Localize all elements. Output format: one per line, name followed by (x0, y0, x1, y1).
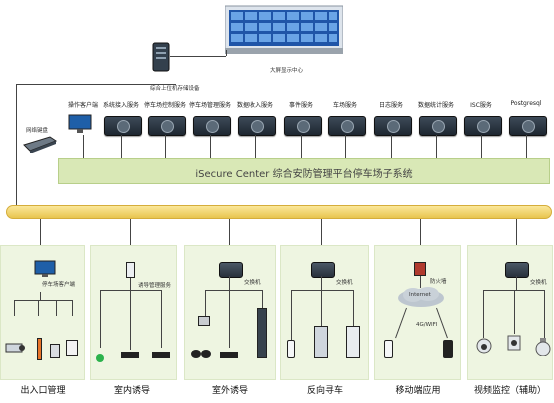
server-connector (165, 135, 166, 158)
mobile-net-label: 4G/WIFI (416, 322, 438, 328)
platform-bar: iSecure Center 综合安防管理平台停车场子系统 (58, 158, 550, 184)
keyboard-icon (22, 135, 58, 154)
outdoor-switch-label: 交换机 (244, 280, 261, 286)
server-label: 停车场管理服务 (188, 102, 231, 109)
outdoor-switch-icon (219, 262, 243, 278)
sensor-icon (95, 348, 105, 362)
guidance-screen-icon (121, 352, 139, 358)
storage-label: 综合上位机存储设备 (150, 86, 200, 92)
controller-icon (50, 344, 60, 358)
server-connector (121, 135, 122, 158)
server-connector (83, 135, 84, 158)
server-connector (526, 135, 527, 158)
server-icon (148, 116, 186, 136)
server-label: ISC服务 (470, 102, 492, 109)
section-label-video: 视频监控（辅助） (473, 386, 546, 396)
server-label: 车场服务 (332, 102, 357, 109)
server-label: 数据统计服务 (417, 102, 454, 109)
building-icon (224, 5, 344, 54)
entrance-screen-icon (152, 352, 170, 358)
section-label-indoor: 室内诱导 (113, 386, 150, 396)
platform-title: iSecure Center 综合安防管理平台停车场子系统 (195, 169, 413, 180)
detector-icon (190, 344, 212, 358)
speed-dome-icon (535, 338, 551, 357)
server-label: 操作客户端 (67, 102, 98, 109)
reverse-switch-label: 交换机 (336, 280, 353, 286)
building-label: 大屏显示中心 (270, 68, 304, 74)
client-monitor-icon (68, 114, 92, 138)
server-label: 事件服务 (288, 102, 313, 109)
storage-icon (152, 42, 170, 72)
server-icon (464, 116, 502, 136)
camera-icon (4, 340, 26, 354)
mobile-phone-icon (384, 340, 393, 358)
monitor-icon (34, 260, 56, 278)
outdoor-guidance-icon (220, 352, 238, 358)
server-icon (328, 116, 366, 136)
cloud-icon (396, 286, 446, 308)
building (224, 4, 344, 56)
bullet-camera-icon (505, 334, 523, 354)
workstation-label: 网络键盘 (26, 128, 49, 134)
dome-camera-icon (476, 338, 492, 354)
network-bus (6, 205, 552, 219)
server-icon (509, 116, 547, 136)
server-connector (255, 135, 256, 158)
section-label-outdoor: 室外诱导 (211, 386, 248, 396)
outdoor-entrance-screen-icon (257, 308, 267, 358)
barrier-gate-icon (37, 338, 42, 360)
indoor-server-label: 诱导管理服务 (138, 283, 172, 289)
kiosk-icon (314, 326, 328, 358)
server-label: 数据收入服务 (236, 102, 273, 109)
video-switch-icon (505, 262, 529, 278)
server-label: Postgresql (510, 100, 542, 107)
server-icon (238, 116, 276, 136)
section-label-entrance: 出入口管理 (20, 386, 66, 396)
section-label-reverse: 反向寻车 (306, 386, 343, 396)
server-connector (481, 135, 482, 158)
server-icon (193, 116, 231, 136)
server-connector (210, 135, 211, 158)
firewall-icon (414, 262, 426, 276)
server-icon (374, 116, 412, 136)
video-switch-label: 交换机 (530, 280, 547, 286)
reverse-switch-icon (311, 262, 335, 278)
phone-icon (287, 340, 295, 358)
section-label-mobile: 移动端应用 (395, 386, 441, 396)
firewall-label: 防火墙 (430, 279, 447, 285)
server-icon (419, 116, 457, 136)
server-icon (284, 116, 322, 136)
internet-label: Internet (409, 292, 431, 298)
entrance-client-label: 停车场客户端 (42, 282, 76, 288)
server-connector (301, 135, 302, 158)
tablet-icon (443, 340, 453, 358)
parking-sensor-icon (198, 316, 210, 326)
server-label: 日志服务 (378, 102, 403, 109)
indoor-server-icon (126, 262, 135, 278)
display-icon (66, 340, 78, 356)
server-connector (436, 135, 437, 158)
server-connector (345, 135, 346, 158)
terminal-icon (346, 326, 360, 358)
server-label: 停车场控制服务 (143, 102, 186, 109)
server-icon (104, 116, 142, 136)
server-connector (391, 135, 392, 158)
server-label: 系统接入服务 (102, 102, 139, 109)
